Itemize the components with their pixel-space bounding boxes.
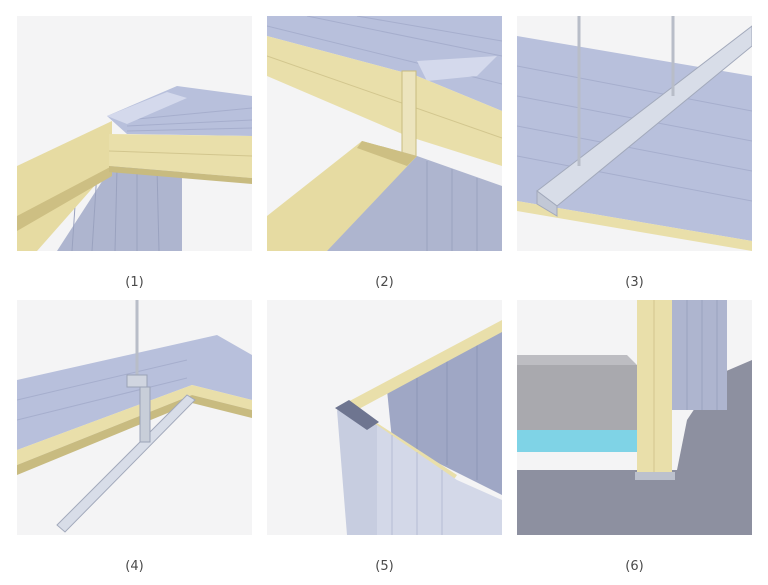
suspended-channel-illustration (517, 16, 752, 251)
gravel-ground (517, 470, 752, 535)
wall-core-top (342, 320, 502, 410)
wall-panel-face (672, 300, 727, 410)
floor-profile (635, 472, 675, 480)
caption-5: (5) (375, 559, 394, 574)
caption-2: (2) (375, 275, 394, 290)
concrete-slab (517, 365, 637, 430)
panel-core-edge (517, 201, 752, 251)
outer-wall-panel (337, 410, 377, 535)
inner-wall-panel (387, 330, 502, 495)
foam-connector (401, 70, 417, 157)
wall-panel (57, 166, 182, 251)
ceiling-panel-top (17, 335, 252, 450)
detail-panel-6-wall-floor-joint (517, 300, 752, 535)
roof-wall-joint-illustration (17, 16, 252, 251)
corner-flashing (335, 400, 379, 430)
detail-panel-4-suspension-bracket (17, 300, 252, 535)
caption-4: (4) (125, 559, 144, 574)
caption-3: (3) (625, 275, 644, 290)
roof-panel-core (109, 134, 252, 178)
detail-panel-3-suspended-channel (517, 16, 752, 251)
bracket-clamp (126, 374, 148, 388)
wall-core (267, 141, 417, 251)
panel-joint-illustration (267, 16, 502, 251)
caption-1: (1) (125, 275, 144, 290)
panel-core (267, 36, 502, 166)
wall-floor-joint-illustration (517, 300, 752, 535)
corner-joint-illustration (267, 300, 502, 535)
flashing-cap (107, 92, 187, 124)
cover-plate (417, 56, 497, 81)
insulation-layer (517, 430, 637, 452)
roof-panel-top (107, 86, 252, 136)
suspension-bracket-illustration (17, 300, 252, 535)
ceiling-panel-top (267, 16, 502, 111)
caption-6: (6) (625, 559, 644, 574)
bracket-plate (139, 386, 151, 443)
wall-core (17, 121, 112, 251)
detail-panel-5-corner-joint (267, 300, 502, 535)
detail-panel-1-roof-wall-joint (17, 16, 252, 251)
detail-panel-2-panel-joint (267, 16, 502, 251)
